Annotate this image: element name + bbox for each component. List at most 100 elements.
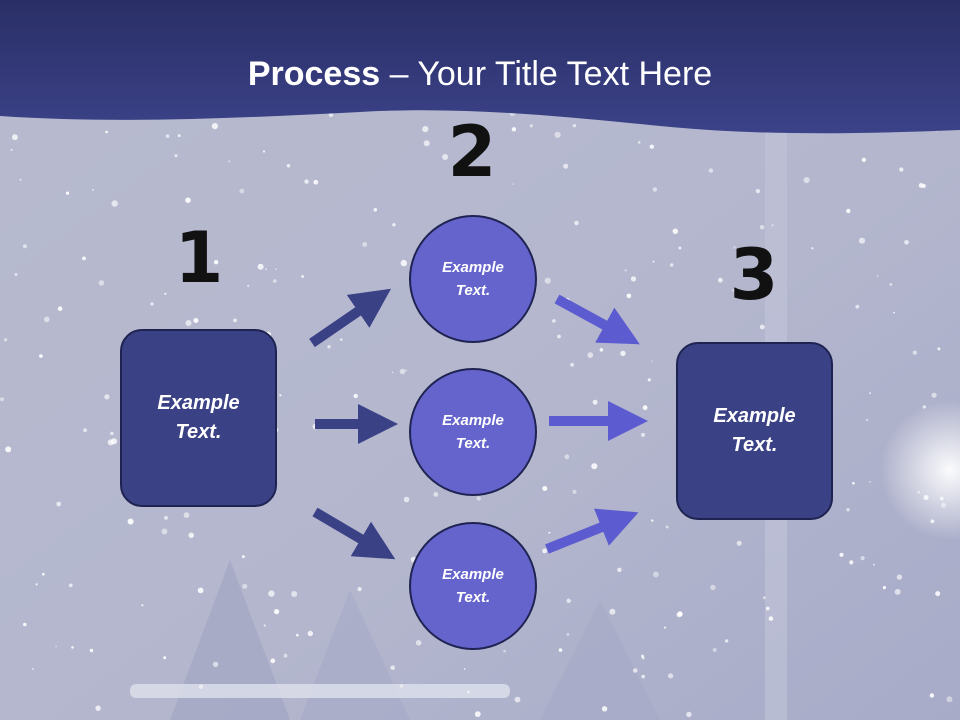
snowflake: [731, 289, 735, 292]
snowflake: [313, 179, 319, 185]
snowflake: [652, 260, 655, 263]
snowflake: [241, 555, 245, 559]
snowflake: [111, 200, 118, 207]
snowflake: [849, 560, 854, 565]
snowflake: [708, 168, 714, 173]
snowflake: [811, 247, 814, 250]
snowflake: [529, 124, 533, 128]
snowflake: [665, 525, 669, 529]
snowflake: [663, 626, 667, 629]
snowflake: [185, 320, 192, 326]
snowflake: [512, 183, 515, 185]
snowflake: [127, 518, 134, 525]
snowflake: [268, 590, 275, 597]
snowflake: [188, 532, 194, 539]
snowflake: [591, 463, 598, 470]
snowflake: [82, 256, 86, 261]
snowflake: [893, 311, 895, 314]
snowflake: [554, 131, 561, 138]
snowflake: [803, 177, 810, 184]
snowflake: [917, 491, 920, 494]
snowflake: [923, 495, 929, 500]
snowflake: [327, 345, 331, 349]
snowflake: [164, 292, 167, 295]
snowflake: [946, 696, 953, 703]
snowflake: [642, 405, 648, 411]
snowflake: [632, 668, 638, 673]
snowflake: [668, 673, 674, 679]
snowflake: [641, 432, 645, 437]
slide-title: Process – Your Title Text Here: [0, 52, 960, 96]
snowflake: [931, 392, 937, 398]
snowflake: [104, 394, 110, 400]
step-number-3: 3: [729, 234, 779, 316]
snowflake: [177, 134, 181, 138]
snowflake: [566, 633, 570, 636]
snowflake: [95, 705, 101, 711]
snowflake: [710, 584, 716, 591]
snowflake: [937, 347, 941, 351]
snowflake: [922, 405, 926, 409]
snowflake: [771, 224, 774, 227]
snowflake: [552, 319, 556, 323]
snowflake: [894, 588, 901, 595]
snowflake: [399, 368, 406, 375]
title-rest: – Your Title Text Here: [380, 55, 713, 93]
snowflake: [759, 225, 765, 230]
circle-middle: Example Text.: [409, 368, 537, 496]
snowflake: [855, 304, 860, 309]
snowflake: [563, 297, 570, 304]
snowflake: [869, 481, 871, 483]
snowflake: [22, 244, 27, 249]
snowflake: [846, 208, 851, 214]
snowflake: [270, 658, 276, 664]
snowflake: [197, 587, 204, 594]
snowflake: [301, 275, 305, 278]
title-bold: Process: [247, 55, 381, 93]
header-band: [0, 0, 960, 134]
step-number-2: 2: [447, 111, 497, 193]
snowflake: [670, 263, 674, 267]
snowflake: [846, 508, 850, 512]
snowflake: [296, 633, 299, 637]
snowflake: [185, 197, 191, 203]
snowflake: [239, 188, 245, 194]
snowflake: [544, 277, 551, 284]
snowflake: [164, 516, 168, 520]
snowflake: [572, 489, 577, 494]
snowflake: [873, 563, 875, 566]
snowflake: [759, 324, 765, 330]
snowflake: [257, 263, 264, 270]
snowflake: [889, 283, 893, 286]
snowflake: [757, 287, 763, 293]
snowflake: [12, 134, 18, 141]
snowflake: [876, 274, 879, 277]
snowflake: [935, 591, 941, 597]
snowflake: [839, 552, 844, 557]
snowflake: [860, 556, 865, 561]
snowflake: [56, 501, 62, 507]
snowflake: [592, 399, 598, 405]
circle-top-label: Example Text.: [442, 259, 504, 299]
snowflake: [328, 112, 334, 118]
snowflake: [609, 608, 616, 615]
snowflake: [110, 431, 114, 436]
snowflake: [362, 242, 368, 247]
step-3-box-label: Example Text.: [713, 405, 796, 456]
snowflake: [763, 596, 766, 600]
step-3-box: Example Text.: [676, 342, 833, 520]
snowflake: [572, 124, 577, 128]
snowflake: [630, 276, 637, 282]
snowflake: [423, 140, 430, 147]
snowflake: [89, 648, 94, 653]
circle-bottom-label: Example Text.: [442, 566, 504, 606]
snowflake: [570, 362, 574, 367]
snowflake: [542, 548, 547, 554]
snowflake: [624, 269, 627, 272]
snowflake: [39, 354, 43, 358]
snowflake: [649, 144, 654, 149]
snowflake: [918, 183, 924, 188]
snowflake: [463, 668, 466, 670]
snowflake: [19, 178, 22, 181]
step-1-box-label: Example Text.: [157, 392, 240, 443]
